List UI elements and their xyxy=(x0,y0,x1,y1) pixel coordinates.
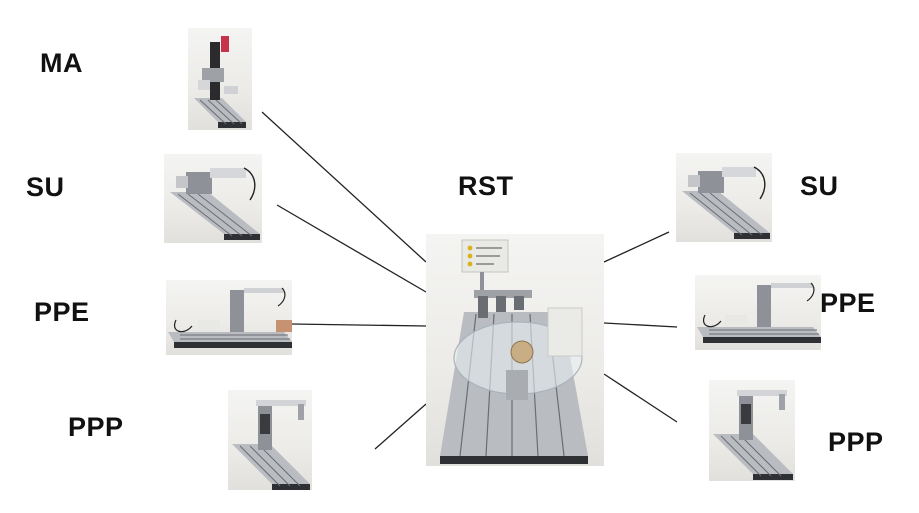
photo-ma xyxy=(188,28,252,130)
photo-rst xyxy=(426,234,604,466)
label-ma: MA xyxy=(40,48,83,78)
link-ma-rst xyxy=(261,111,427,263)
label-su-right: SU xyxy=(800,171,839,201)
link-ppp-right-rst xyxy=(603,373,678,423)
photo-ppp-right xyxy=(709,380,795,481)
label-ppe-left: PPE xyxy=(34,297,90,327)
label-ppe-right: PPE xyxy=(820,288,876,318)
label-su-left: SU xyxy=(26,172,65,202)
link-ppe-left-rst xyxy=(291,323,427,327)
link-su-right-rst xyxy=(603,231,670,263)
link-ppe-right-rst xyxy=(603,322,678,328)
link-su-left-rst xyxy=(276,204,427,293)
photo-ppe-right xyxy=(695,275,821,350)
photo-su-right xyxy=(676,153,772,242)
photo-ppe-left xyxy=(166,280,292,355)
link-ppp-left-rst xyxy=(374,403,427,450)
label-ppp-left: PPP xyxy=(68,412,124,442)
photo-ppp-left xyxy=(228,390,312,490)
label-rst: RST xyxy=(458,171,514,201)
photo-su-left xyxy=(164,154,262,243)
label-ppp-right: PPP xyxy=(828,427,884,457)
